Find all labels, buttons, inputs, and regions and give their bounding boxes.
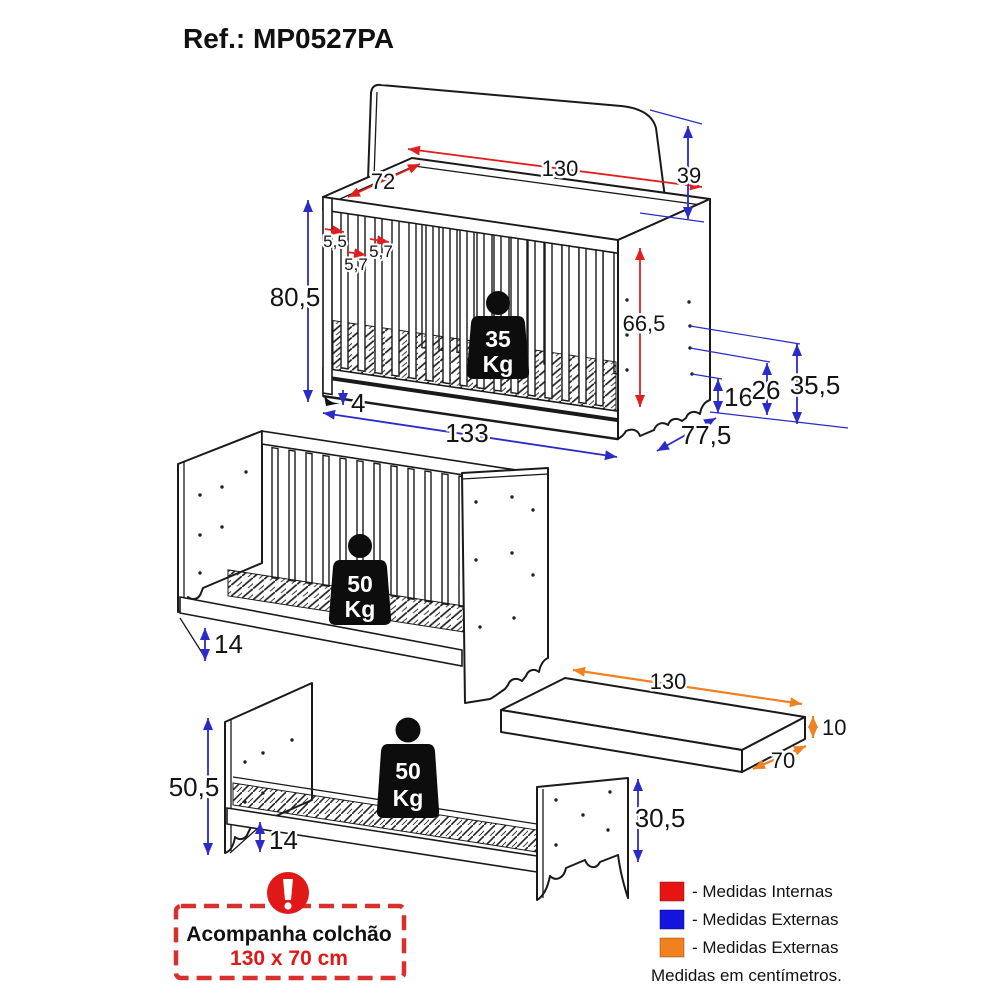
legend-label-external-orange: - Medidas Externas (692, 938, 838, 957)
dim-mattress-length: 130 (650, 669, 687, 694)
dim-line-mattress-width (752, 744, 807, 771)
legend-swatch-external (659, 909, 685, 930)
legend-label-external: - Medidas Externas (692, 910, 838, 929)
dim-junior-external-height: 50,5 (169, 772, 220, 802)
toddler-bed-front-rail (179, 596, 463, 667)
dim-line-slat-gap-1 (324, 225, 345, 236)
dim-crib-external-width: 133 (445, 418, 488, 448)
junior-bed-weight-limit: 50 Kg (376, 717, 440, 818)
dim-toddler-base-height: 14 (214, 629, 243, 659)
crib-foot (324, 395, 341, 406)
dim-line-mattress-length (572, 666, 803, 708)
note-box-border (173, 903, 407, 981)
exclamation-icon (267, 872, 309, 914)
dim-crib-hole-spacing-1: 16 (724, 382, 753, 412)
dim-crib-external-height: 80,5 (270, 282, 321, 312)
dim-crib-internal-width: 130 (542, 156, 579, 181)
dim-line-internal-width (407, 145, 703, 191)
legend-swatch-internal (659, 881, 685, 902)
dim-crib-headboard-height: 39 (677, 163, 701, 188)
crib-weight-value: 35 (485, 326, 511, 352)
dim-line-slat-gap-2 (369, 235, 390, 246)
dim-crib-internal-height: 66,5 (623, 311, 666, 336)
dim-line-external-depth (656, 417, 717, 452)
crib-headboard (367, 83, 669, 222)
dim-junior-footboard-height: 30,5 (635, 803, 686, 833)
note-box-line1: Acompanha colchão (186, 923, 391, 946)
legend-swatch-external-orange (659, 937, 685, 958)
dim-junior-base-height: 14 (269, 825, 298, 855)
mattress-drawing: 130 10 70 (500, 666, 849, 776)
crib-weight-unit: Kg (483, 351, 514, 377)
toddler-bed-drawing: 50 Kg 14 (177, 430, 549, 704)
legend-label-internal: - Medidas Internas (692, 882, 833, 901)
toddler-bed-footboard (461, 467, 549, 704)
dim-crib-internal-depth: 72 (371, 169, 395, 194)
dim-line-internal-depth (347, 163, 421, 198)
dim-crib-slat-gap-3: 5,7 (344, 255, 368, 274)
dim-crib-base-height: 4 (351, 388, 365, 418)
crib-front-face (322, 196, 619, 441)
note-box-line2: 130 x 70 cm (230, 947, 348, 970)
dim-mattress-height: 10 (822, 715, 846, 740)
crib-weight-limit: 35 Kg (466, 291, 530, 379)
dim-crib-slat-gap-1: 5,5 (323, 232, 347, 251)
dim-line-slat-gap-3 (346, 248, 367, 259)
dim-crib-hole-spacing-3: 35,5 (790, 370, 841, 400)
toddler-bed-weight-unit: Kg (345, 596, 376, 622)
dim-mattress-width: 70 (771, 748, 795, 773)
junior-bed-footboard (536, 777, 629, 901)
legend: - Medidas Internas - Medidas Externas - … (651, 881, 842, 985)
junior-bed-drawing: 50 Kg 50,5 14 30,5 (166, 682, 688, 901)
junior-bed-weight-unit: Kg (393, 785, 424, 811)
toddler-bed-weight-value: 50 (347, 571, 373, 597)
legend-units-note: Medidas em centímetros. (651, 966, 842, 985)
dim-crib-slat-gap-2: 5,7 (369, 242, 393, 261)
dim-crib-external-depth: 77,5 (681, 420, 732, 450)
crib-drawing: 35 Kg 130 72 5,5 5,7 5,7 66,5 80,5 39 4 … (267, 83, 849, 461)
dim-line-external-width (322, 409, 618, 461)
junior-bed-weight-value: 50 (395, 758, 421, 784)
mattress-included-box: Acompanha colchão 130 x 70 cm (173, 872, 407, 981)
page-title: Ref.: MP0527PA (183, 23, 394, 54)
toddler-bed-weight-limit: 50 Kg (328, 534, 392, 625)
dim-crib-hole-spacing-2: 26 (752, 375, 781, 405)
